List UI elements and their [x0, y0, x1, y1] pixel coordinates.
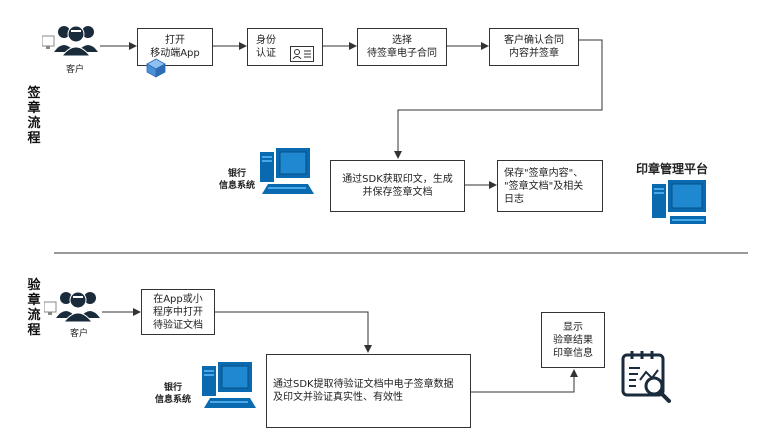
result-box: 显示 验章结果 印章信息 — [541, 312, 605, 368]
save-logs-box: 保存"签章内容"、 "签章文档"及相关 日志 — [497, 160, 603, 212]
open-doc-box: 在App或小 程序中打开 待验证文档 — [141, 289, 215, 335]
save-logs-text: 保存"签章内容"、 "签章文档"及相关 日志 — [504, 167, 584, 205]
sign-bank-label: 银行 信息系统 — [218, 169, 255, 191]
verify-computer-icon — [200, 362, 258, 414]
cube-icon — [146, 58, 166, 78]
computer-icon — [258, 148, 316, 200]
verify-bank-label: 银行 信息系统 — [154, 383, 191, 405]
verify-flow-label: 验 章 流 程 — [27, 278, 41, 338]
step-confirm-sign-text: 客户确认合同 内容并签章 — [504, 35, 564, 59]
open-doc-text: 在App或小 程序中打开 待验证文档 — [153, 293, 203, 331]
step-confirm-sign: 客户确认合同 内容并签章 — [489, 28, 579, 66]
verify-sdk-box: 通过SDK提取待验证文档中电子签章数据 及印文并验证真实性、有效性 — [266, 354, 471, 428]
verify-user-group-icon — [43, 288, 104, 328]
user-group-icon — [41, 22, 102, 62]
sign-sdk-text: 通过SDK获取印文，生成 并保存签章文档 — [342, 174, 453, 198]
step-open-app: 打开 移动端App — [137, 28, 213, 66]
sign-flow-label: 签 章 流 程 — [27, 86, 41, 146]
seal-platform-label: 印章管理平台 — [636, 162, 709, 176]
step-select-contract: 选择 待签章电子合同 — [357, 28, 447, 66]
arrow-confirm-to-sdk — [394, 39, 603, 159]
verify-customer-label: 客户 — [70, 329, 89, 339]
verify-sdk-text: 通过SDK提取待验证文档中电子签章数据 及印文并验证真实性、有效性 — [273, 379, 454, 403]
result-text: 显示 验章结果 印章信息 — [553, 321, 593, 359]
arrow-open-doc-to-sdk — [214, 311, 372, 353]
step-identity-auth-text: 身份 认证 — [256, 35, 276, 59]
document-search-icon — [620, 350, 674, 404]
sign-sdk-box: 通过SDK获取印文，生成 并保存签章文档 — [330, 160, 465, 212]
arrow-sdk-to-result — [470, 369, 578, 393]
step-open-app-text: 打开 移动端App — [150, 35, 200, 59]
platform-computer-icon — [648, 180, 710, 230]
sign-customer-label: 客户 — [66, 65, 85, 75]
step-select-contract-text: 选择 待签章电子合同 — [367, 35, 437, 59]
id-card-icon — [290, 46, 314, 62]
